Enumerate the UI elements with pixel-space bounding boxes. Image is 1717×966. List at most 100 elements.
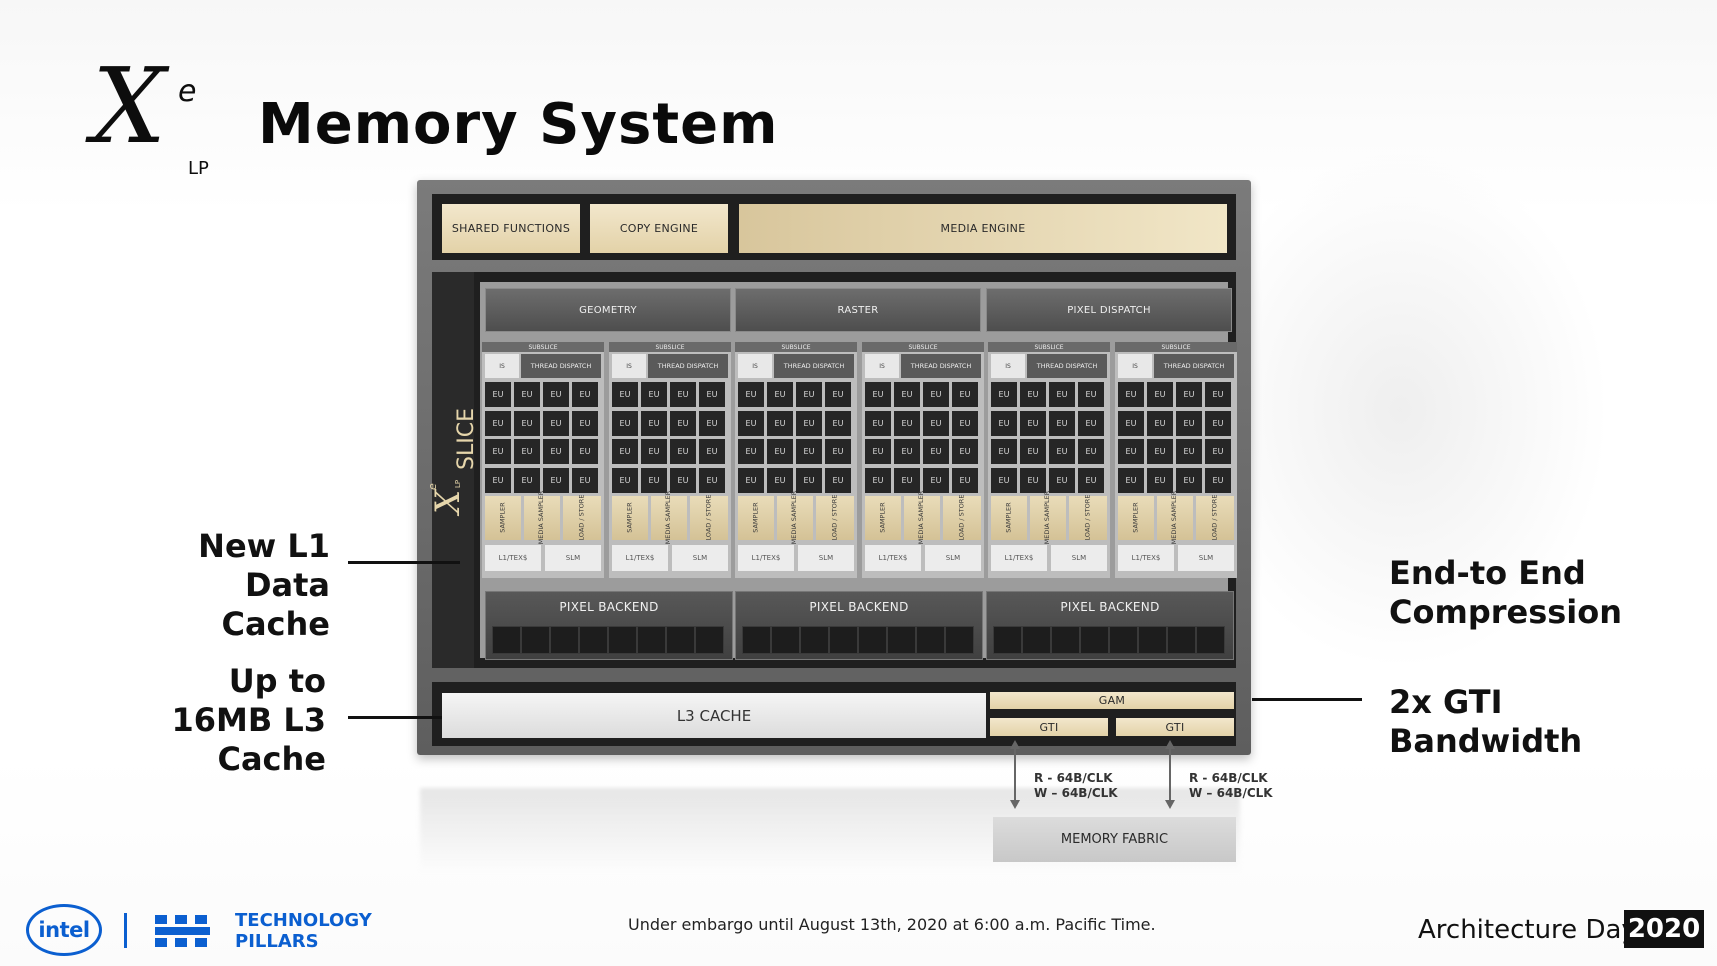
execution-unit: EU [796, 467, 822, 493]
pixel-backend-unit [1167, 626, 1196, 654]
year-badge: 2020 [1624, 910, 1704, 948]
execution-unit: EU [1118, 382, 1144, 407]
execution-unit: EU [1205, 410, 1231, 436]
load-store-block-label: LOAD / STORE [957, 494, 966, 541]
execution-unit: EU [738, 410, 764, 436]
xe-lp-logo: X e LP [92, 54, 212, 182]
l1-tex-cache-block: L1/TEX$ [991, 545, 1047, 571]
execution-unit: EU [923, 382, 949, 407]
shared-local-memory-block: SLM [545, 545, 601, 571]
execution-unit: EU [514, 410, 540, 436]
execution-unit: EU [991, 382, 1017, 407]
execution-unit: EU [952, 439, 978, 464]
execution-unit: EU [1147, 439, 1173, 464]
pixel-backend-unit [695, 626, 724, 654]
instruction-cache-block: IS [612, 354, 646, 378]
callout-compression-line2: Compression [1389, 593, 1623, 631]
media-sampler-block: MEDIA SAMPLER [904, 491, 940, 545]
execution-unit: EU [894, 439, 920, 464]
execution-unit: EU [670, 467, 696, 493]
execution-unit: EU [1147, 410, 1173, 436]
execution-unit: EU [641, 439, 667, 464]
tp-icon-cell [155, 915, 167, 924]
pixel-backend-unit [492, 626, 521, 654]
shared-local-memory-block: SLM [798, 545, 854, 571]
execution-unit: EU [1118, 467, 1144, 493]
media-sampler-block-label: MEDIA SAMPLER [664, 491, 673, 545]
gam-block: GAM [990, 692, 1234, 709]
thread-dispatch-block: THREAD DISPATCH [1027, 354, 1107, 378]
execution-unit: EU [825, 467, 851, 493]
pixel-backend-unit [521, 626, 550, 654]
callout-l3-line2: 16MB L3 [171, 701, 326, 739]
load-store-block: LOAD / STORE [816, 494, 854, 541]
load-store-block-label: LOAD / STORE [704, 494, 713, 541]
raster-block: RASTER [735, 288, 981, 332]
l1-tex-cache-block: L1/TEX$ [865, 545, 921, 571]
execution-unit: EU [543, 410, 569, 436]
execution-unit: EU [894, 467, 920, 493]
pixel-backend-block: PIXEL BACKEND [735, 591, 983, 660]
thread-dispatch-block: THREAD DISPATCH [901, 354, 981, 378]
media-engine-block: MEDIA ENGINE [739, 204, 1227, 253]
shared-local-memory-block: SLM [672, 545, 728, 571]
load-store-block: LOAD / STORE [563, 495, 601, 541]
tp-icon-bar [155, 927, 210, 935]
execution-unit: EU [641, 410, 667, 436]
shared-functions-block: SHARED FUNCTIONS [442, 204, 580, 253]
execution-unit: EU [991, 410, 1017, 436]
execution-unit: EU [485, 382, 511, 407]
slice-logo-letter: X [428, 489, 468, 514]
execution-unit: EU [612, 439, 638, 464]
footer-divider [124, 913, 127, 948]
pixel-backend-unit [1051, 626, 1080, 654]
execution-unit: EU [1118, 439, 1144, 464]
load-store-block: LOAD / STORE [1196, 494, 1234, 541]
execution-unit: EU [572, 382, 598, 407]
media-sampler-block-label: MEDIA SAMPLER [537, 491, 546, 545]
callout-gti-line2: Bandwidth [1389, 722, 1583, 760]
bandwidth-write-left: W – 64B/CLK [1034, 786, 1118, 800]
pixel-backend-unit [637, 626, 666, 654]
execution-unit: EU [1078, 410, 1104, 436]
execution-unit: EU [543, 467, 569, 493]
execution-unit: EU [796, 439, 822, 464]
sampler-block: SAMPLER [738, 496, 774, 540]
media-sampler-block: MEDIA SAMPLER [1030, 491, 1066, 545]
pixel-dispatch-block: PIXEL DISPATCH [986, 288, 1232, 332]
instruction-cache-block: IS [738, 354, 772, 378]
callout-l1: New L1 Data Cache [130, 527, 330, 644]
sampler-block-label: SAMPLER [878, 502, 887, 534]
bandwidth-read-left: R - 64B/CLK [1034, 771, 1113, 785]
shared-local-memory-block: SLM [1051, 545, 1107, 571]
instruction-cache-block: IS [485, 354, 519, 378]
pixel-backend-unit [666, 626, 695, 654]
execution-unit: EU [991, 467, 1017, 493]
execution-unit: EU [572, 410, 598, 436]
callout-compression-line1: End-to End [1389, 554, 1586, 592]
media-sampler-block-label: MEDIA SAMPLER [1170, 491, 1179, 545]
callout-compression: End-to End Compression [1389, 554, 1709, 632]
pixel-backend-unit [550, 626, 579, 654]
execution-unit: EU [923, 410, 949, 436]
callout-l3-line1: Up to [228, 662, 326, 700]
arrow-down-right-icon [1165, 800, 1175, 809]
bandwidth-read-right: R - 64B/CLK [1189, 771, 1268, 785]
execution-unit: EU [796, 382, 822, 407]
load-store-block-label: LOAD / STORE [1210, 494, 1219, 541]
sampler-block: SAMPLER [612, 496, 648, 540]
execution-unit: EU [825, 410, 851, 436]
execution-unit: EU [1176, 410, 1202, 436]
execution-unit: EU [1049, 467, 1075, 493]
execution-unit: EU [738, 439, 764, 464]
load-store-block: LOAD / STORE [1069, 495, 1107, 541]
instruction-cache-block: IS [991, 354, 1025, 378]
execution-unit: EU [699, 382, 725, 407]
media-sampler-block: MEDIA SAMPLER [777, 491, 813, 545]
pixel-backend-unit [887, 626, 916, 654]
sampler-block: SAMPLER [1118, 496, 1154, 540]
load-store-block-label: LOAD / STORE [830, 494, 839, 541]
